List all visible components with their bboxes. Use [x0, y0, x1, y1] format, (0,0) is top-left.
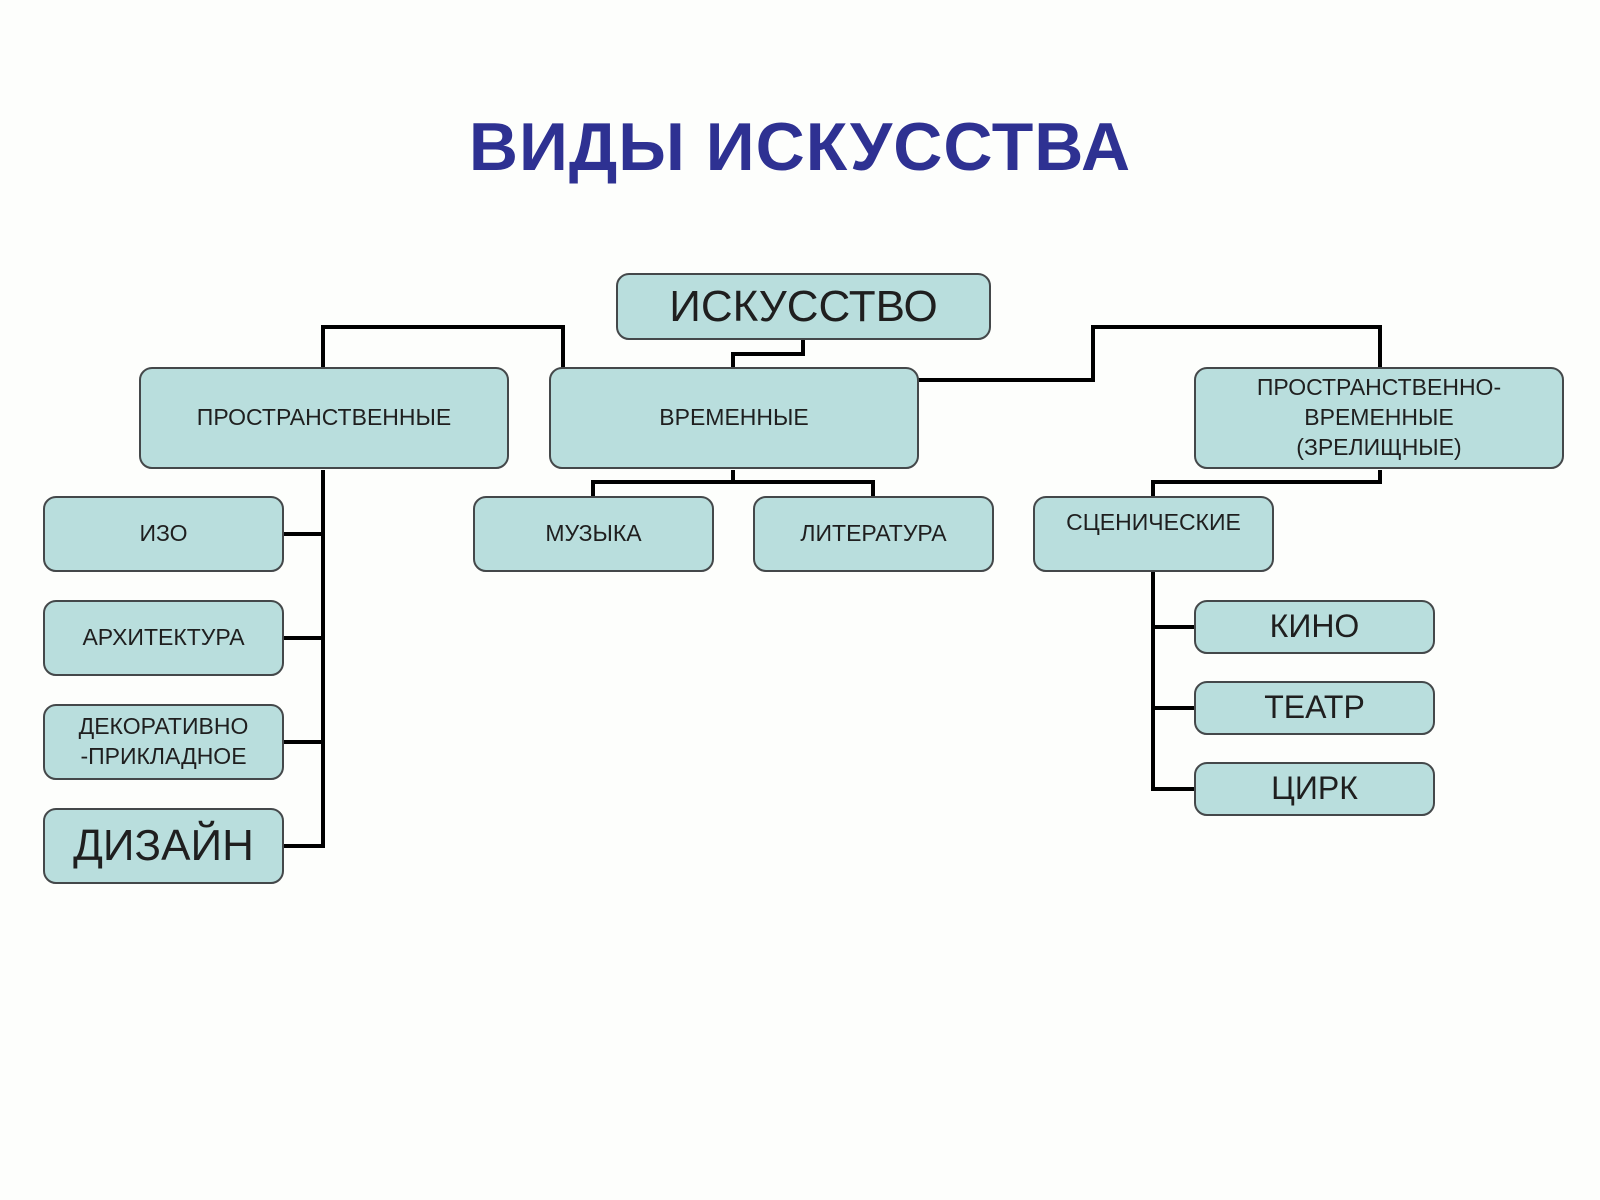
connector-temporal-spatiotemporal [917, 325, 1382, 382]
node-stage: СЦЕНИЧЕСКИЕ [1033, 496, 1274, 572]
page-title: ВИДЫ ИСКУССТВА [468, 109, 1132, 185]
node-izo: ИЗО [43, 496, 284, 572]
node-spatiotemporal: ПРОСТРАНСТВЕННО- ВРЕМЕННЫЕ (ЗРЕЛИЩНЫЕ) [1194, 367, 1564, 469]
connector-spatial-temporal [321, 325, 565, 370]
node-design: ДИЗАЙН [43, 808, 284, 884]
node-temporal: ВРЕМЕННЫЕ [549, 367, 919, 469]
node-decorative: ДЕКОРАТИВНО -ПРИКЛАДНОЕ [43, 704, 284, 780]
node-literature: ЛИТЕРАТУРА [753, 496, 994, 572]
node-theatre: ТЕАТР [1194, 681, 1435, 735]
node-music: МУЗЫКА [473, 496, 714, 572]
node-root: ИСКУССТВО [616, 273, 991, 340]
node-spatial: ПРОСТРАНСТВЕННЫЕ [139, 367, 509, 469]
connector-root-temporal [731, 340, 805, 372]
connector-spatiotemporal-stage [1151, 470, 1382, 497]
node-architecture: АРХИТЕКТУРА [43, 600, 284, 676]
node-circus: ЦИРК [1194, 762, 1435, 816]
node-cinema: КИНО [1194, 600, 1435, 654]
connector-music [591, 480, 875, 497]
